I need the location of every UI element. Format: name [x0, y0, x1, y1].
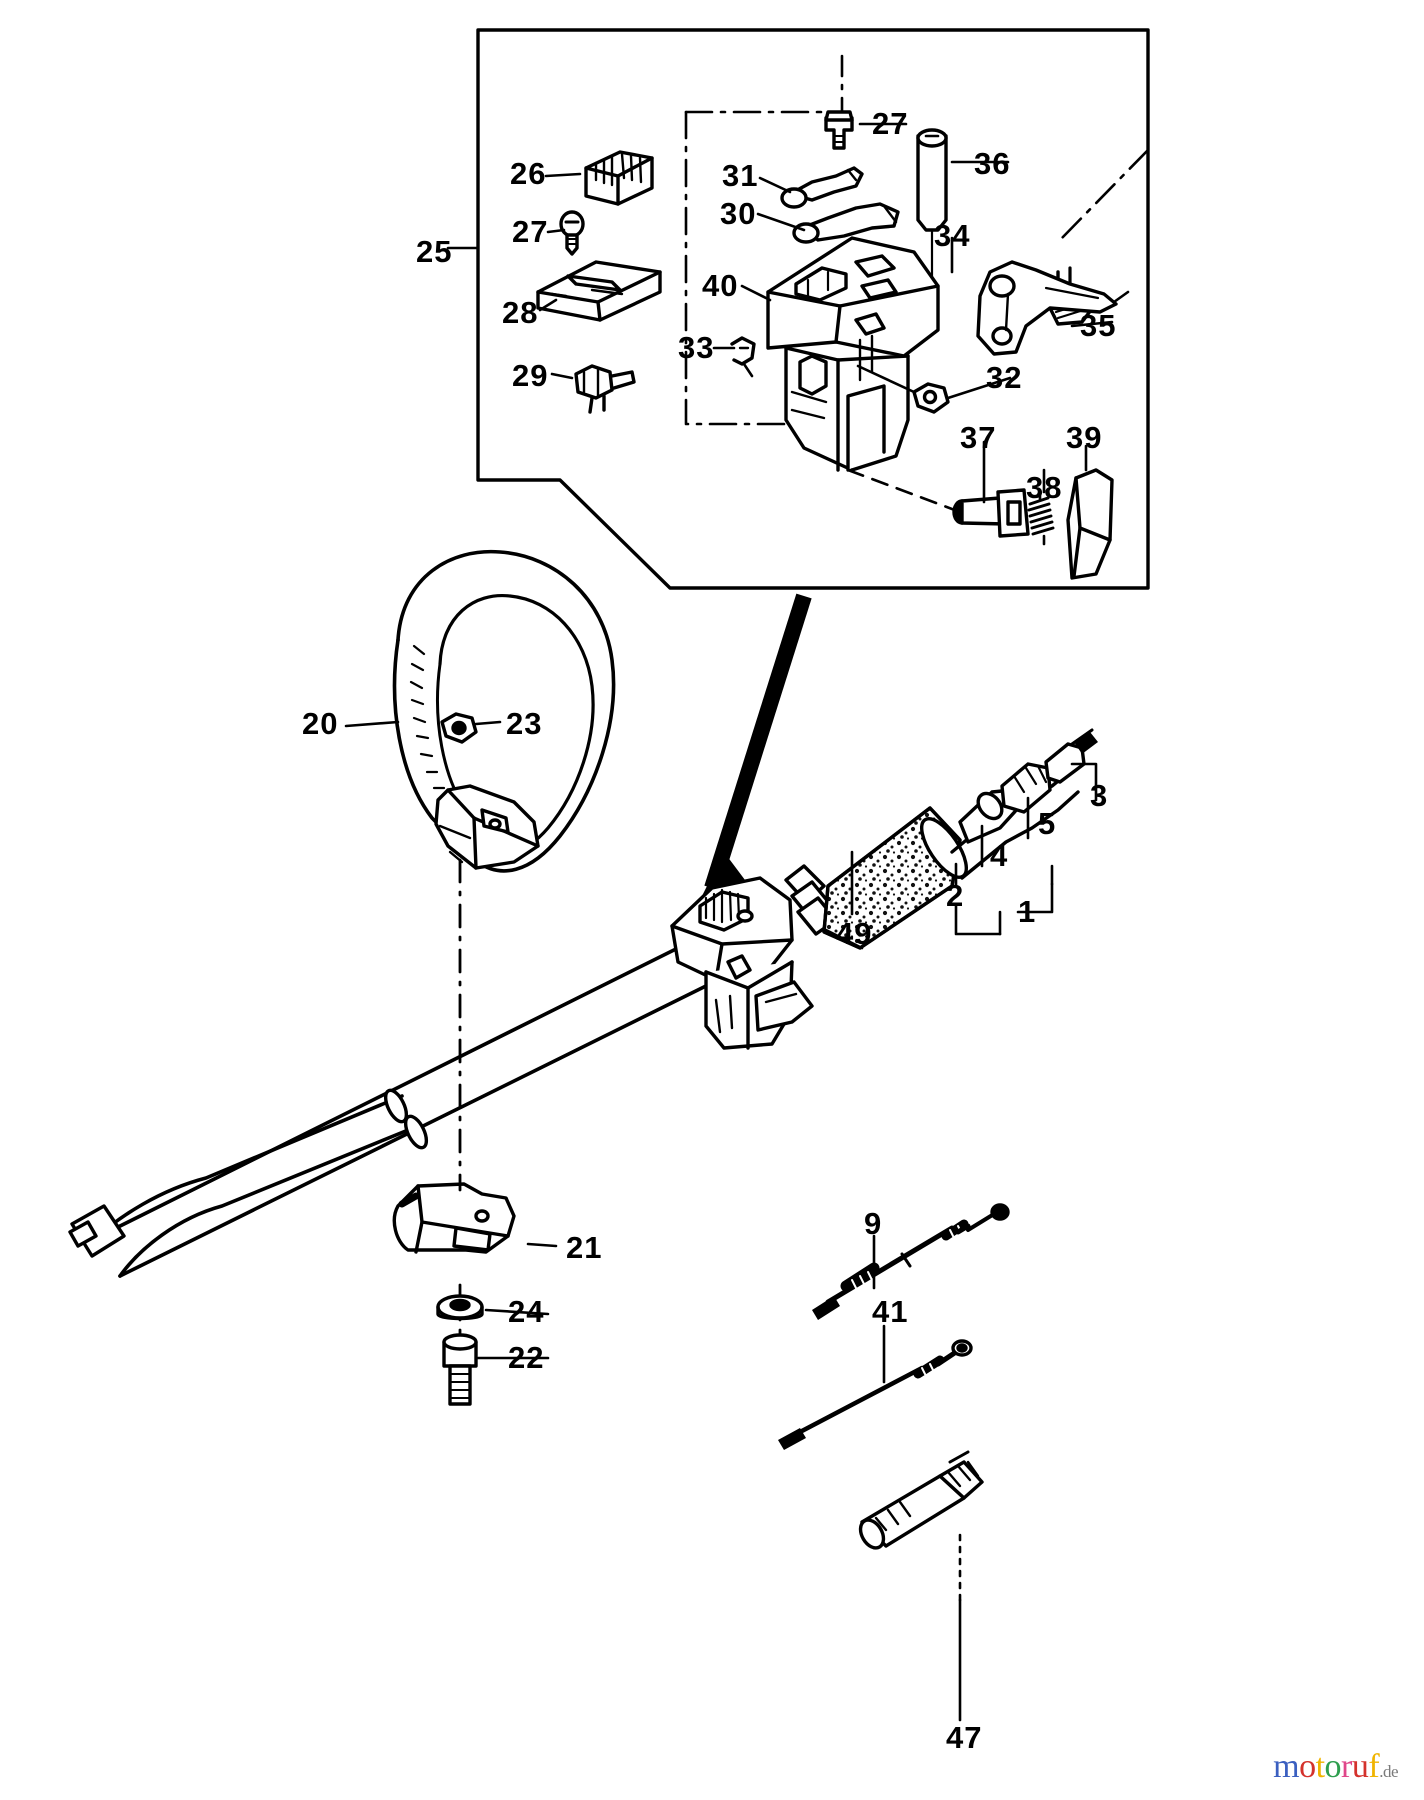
callout-49: 49: [836, 916, 873, 951]
part-22-hex-bolt: [442, 1333, 478, 1406]
part-37-lock-pin: [952, 488, 1030, 538]
callout-9: 9: [864, 1206, 883, 1241]
callout-1: 1: [1018, 894, 1037, 929]
drive-shaft: [68, 940, 716, 1278]
callout-4: 4: [990, 838, 1009, 873]
part-21-lower-handle-clamp: [392, 1182, 516, 1254]
part-49-foam-grip: [822, 806, 968, 950]
callout-20: 20: [302, 706, 339, 741]
part-31-lever-link-upper: [780, 166, 864, 209]
callout-24: 24: [508, 1294, 545, 1329]
part-29-terminal-clip: [574, 364, 636, 414]
callout-30: 30: [720, 196, 757, 231]
callout-31: 31: [722, 158, 759, 193]
callout-38: 38: [1026, 470, 1063, 505]
callout-33: 33: [678, 330, 715, 365]
callout-23: 23: [506, 706, 543, 741]
part-23-nut: [440, 712, 478, 744]
part-38-spring: [1027, 492, 1055, 546]
part-35-throttle-lever: [976, 260, 1118, 356]
callout-22: 22: [508, 1340, 545, 1375]
callout-29: 29: [512, 358, 549, 393]
wm-f: f: [1368, 1748, 1380, 1785]
part-24-washer: [436, 1294, 484, 1321]
part-26-switch-block: [584, 150, 654, 206]
part-27b-screw: [824, 110, 854, 150]
inset-panel-border: [476, 28, 1150, 590]
wm-t: t: [1315, 1748, 1325, 1785]
part-9-throttle-cable: [812, 1203, 1010, 1320]
callout-40: 40: [702, 268, 739, 303]
callout-27-upper: 27: [512, 214, 549, 249]
wm-o1: o: [1299, 1748, 1316, 1785]
callout-5: 5: [1038, 806, 1057, 841]
wm-suffix: .de: [1379, 1762, 1398, 1781]
callout-3: 3: [1090, 778, 1109, 813]
callout-28: 28: [502, 295, 539, 330]
callout-32: 32: [986, 360, 1023, 395]
part-27a-screw: [559, 210, 585, 256]
callout-34: 34: [934, 218, 971, 253]
callout-35: 35: [1080, 308, 1117, 343]
inset-pointer-arrow: [700, 593, 812, 900]
callout-27-center: 27: [872, 106, 909, 141]
callout-41: 41: [872, 1294, 909, 1329]
callout-36: 36: [974, 146, 1011, 181]
wm-m: m: [1273, 1748, 1300, 1785]
throttle-unit-on-shaft: [670, 864, 838, 1050]
part-40-throttle-housing-body: [766, 236, 940, 472]
part-33-e-clip: [730, 336, 756, 378]
wm-u: u: [1351, 1748, 1369, 1785]
callout-39: 39: [1066, 420, 1103, 455]
wm-r: r: [1341, 1748, 1352, 1785]
part-28-switch-plate: [536, 260, 662, 322]
callout-26: 26: [510, 156, 547, 191]
wm-o2: o: [1324, 1748, 1342, 1785]
callout-47: 47: [946, 1720, 983, 1755]
handlebar-right-end: [950, 728, 1098, 880]
callout-2: 2: [946, 878, 965, 913]
part-20-loop-handle: [392, 549, 616, 873]
motoruf-watermark: motoruf.de: [1273, 1748, 1398, 1786]
part-39-lock-lever: [1066, 468, 1114, 580]
part-41-ignition-lead-wire: [778, 1339, 973, 1450]
part-36-pivot-bolt: [916, 128, 948, 280]
part-30-lever-link-lower: [792, 202, 900, 244]
part-47-cable-adjuster-sleeve: [858, 1450, 984, 1550]
part-32-nut: [856, 364, 950, 414]
callout-21: 21: [566, 1230, 603, 1265]
callout-37: 37: [960, 420, 997, 455]
callout-25: 25: [416, 234, 453, 269]
